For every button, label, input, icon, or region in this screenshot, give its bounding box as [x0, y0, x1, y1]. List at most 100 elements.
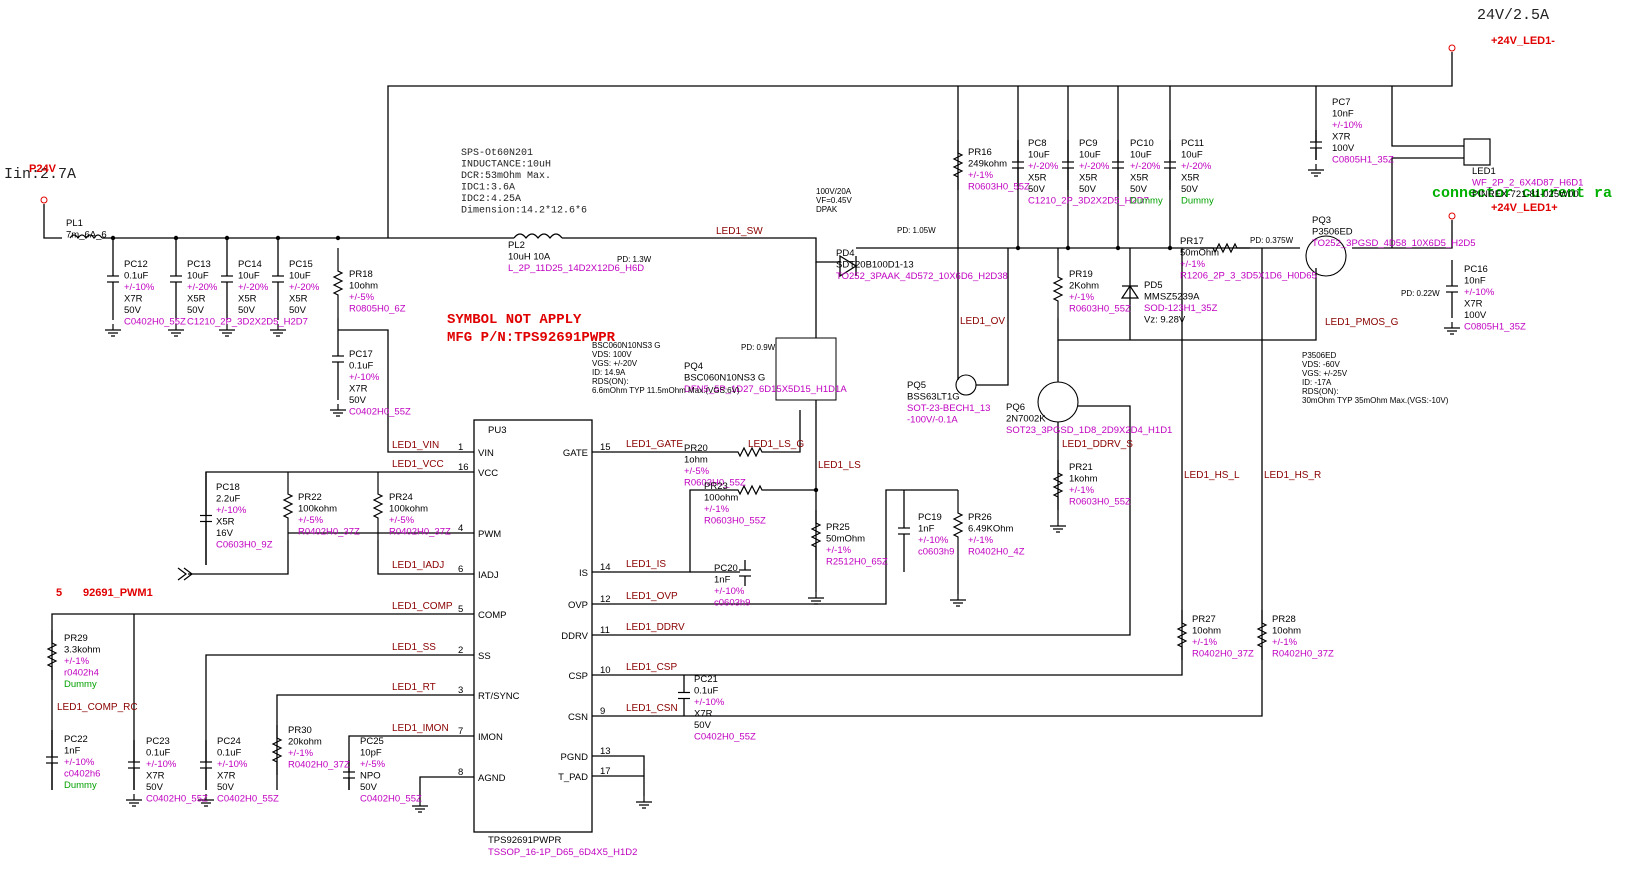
pq6-text-1: 2N7002K — [1006, 414, 1046, 425]
iadj-wire — [377, 540, 474, 575]
inductor-spec-line: IDC1:3.6A — [461, 183, 515, 194]
ic-footprint: TSSOP_16-1P_D65_6D4X5_H1D2 — [488, 847, 637, 858]
ic-pin-name: GATE — [563, 448, 588, 459]
pc22-text-4: Dummy — [64, 780, 97, 791]
p24v-port-circle — [40, 196, 48, 204]
pr24-text-3: R0402H0_37Z — [389, 527, 451, 538]
pc7-text-3: X7R — [1332, 132, 1351, 143]
pc11-text-1: 10uF — [1181, 150, 1203, 161]
is-wire — [592, 489, 730, 573]
pc10-text-2: +/-20% — [1130, 161, 1161, 172]
pr16-text-0: PR16 — [968, 147, 992, 158]
diode-spec-line: 100V/20A — [816, 187, 852, 196]
pwm-port-name: 92691_PWM1 — [83, 587, 153, 599]
pr18-text-2: +/-5% — [349, 292, 375, 303]
led-plus-wire — [1391, 157, 1464, 248]
ic-pin-num: 15 — [600, 442, 611, 453]
led1-connector — [1463, 138, 1491, 166]
net-ss: LED1_SS — [392, 642, 436, 653]
ic-pin-name: OVP — [568, 600, 588, 611]
pc8-text-2: +/-20% — [1028, 161, 1059, 172]
pr24-text-2: +/-5% — [389, 515, 415, 526]
pc22-text-1: 1nF — [64, 746, 81, 757]
pc21-text-5: C0402H0_55Z — [694, 732, 756, 743]
diode-spec-line: DPAK — [816, 205, 838, 214]
pc19-text-0: PC19 — [918, 512, 942, 523]
pq3-text-0: PQ3 — [1312, 215, 1331, 226]
pr20-text-2: +/-5% — [684, 466, 710, 477]
junction-dot — [1115, 245, 1121, 251]
inductor-spec-line: IDC2:4.25A — [461, 194, 521, 205]
pc17-text-1: 0.1uF — [349, 361, 373, 372]
net-vcc: LED1_VCC — [392, 459, 444, 470]
pr19-text-1: 2Kohm — [1069, 281, 1099, 292]
net-vin: LED1_VIN — [392, 440, 439, 451]
pr19-text-3: R0603H0_55Z — [1069, 304, 1131, 315]
net-is: LED1_IS — [626, 559, 666, 570]
pc25-text-4: 50V — [360, 782, 378, 793]
ic-pin-name: CSN — [568, 712, 588, 723]
pq3-text-1: P3506ED — [1312, 227, 1353, 238]
pc10-text-0: PC10 — [1130, 138, 1154, 149]
pc8-text-0: PC8 — [1028, 138, 1046, 149]
pd5-zener — [1120, 284, 1140, 299]
pc21-text-0: PC21 — [694, 674, 718, 685]
pc22-text-2: +/-10% — [64, 757, 95, 768]
pc10-text-1: 10uF — [1130, 150, 1152, 161]
pr18-text-0: PR18 — [349, 269, 373, 280]
pc22-text-0: PC22 — [64, 734, 88, 745]
pc18-text-4: 16V — [216, 528, 234, 539]
ic-pin-name: COMP — [478, 610, 507, 621]
net-comp: LED1_COMP — [392, 601, 453, 612]
pl2-text-0: PL2 — [508, 240, 525, 251]
junction-dot — [813, 487, 819, 493]
pr21-text-0: PR21 — [1069, 462, 1093, 473]
led1-text-1: WF_2P_2_6X4D87_H6D1 — [1472, 178, 1583, 189]
pc21-text-2: +/-10% — [694, 697, 725, 708]
pc18-text-0: PC18 — [216, 482, 240, 493]
pq5-text-3: -100V/-0.1A — [907, 415, 958, 426]
ground-symbol — [168, 324, 184, 337]
pmos-spec-line: VGS: +/-25V — [1302, 369, 1348, 378]
pc24-text-1: 0.1uF — [217, 748, 241, 759]
port-p24v: P24V — [29, 163, 57, 175]
pr28-res — [1256, 610, 1268, 660]
ic-pin-name: IS — [579, 568, 588, 579]
pc11-text-3: X5R — [1181, 173, 1200, 184]
sw-net — [562, 237, 840, 263]
pr16-text-2: +/-1% — [968, 170, 994, 181]
pq4-mosfet — [775, 337, 837, 401]
pc18-text-1: 2.2uF — [216, 494, 240, 505]
top-rail — [387, 52, 1453, 238]
pc8-text-3: X5R — [1028, 173, 1047, 184]
pr20-text-1: 1ohm — [684, 455, 708, 466]
ic-pin-name: CSP — [568, 671, 588, 682]
pq4-text-0: PQ4 — [684, 361, 703, 372]
ic-pin-name: DDRV — [561, 631, 588, 642]
pr24-text-1: 100kohm — [389, 504, 428, 515]
csn-wire — [592, 248, 1263, 717]
pd-pq4: PD: 0.9W — [741, 343, 776, 352]
port-led-minus: +24V_LED1- — [1491, 35, 1555, 47]
pr23-res — [730, 484, 770, 496]
pq4-text-1: BSC060N10NS3 G — [684, 373, 765, 384]
ic-pin-num: 16 — [458, 462, 469, 473]
net-ddrv: LED1_DDRV — [626, 622, 685, 633]
pr26-res — [952, 490, 964, 560]
pmos-spec-line: 30mOhm TYP 35mOhm Max.(VGS:-10V) — [1302, 396, 1449, 405]
component-layer — [40, 44, 1491, 833]
pr29-text-2: +/-1% — [64, 656, 90, 667]
pr23-text-3: R0603H0_55Z — [704, 516, 766, 527]
led1-text-0: LED1 — [1472, 166, 1496, 177]
ground-symbol — [105, 324, 121, 337]
pc16-text-5: C0805H1_35Z — [1464, 322, 1526, 333]
label-layer: 24V/2.5A Iin:2.7A connector current ra P… — [4, 7, 1612, 858]
pr22-text-0: PR22 — [298, 492, 322, 503]
pr27-text-2: +/-1% — [1192, 637, 1218, 648]
pc17-text-2: +/-10% — [349, 372, 380, 383]
pr18-text-1: 10ohm — [349, 281, 378, 292]
net-comp-rc: LED1_COMP_RC — [57, 702, 138, 713]
pc16-text-0: PC16 — [1464, 264, 1488, 275]
pr25-text-0: PR25 — [826, 522, 850, 533]
pr30-res — [271, 725, 283, 775]
